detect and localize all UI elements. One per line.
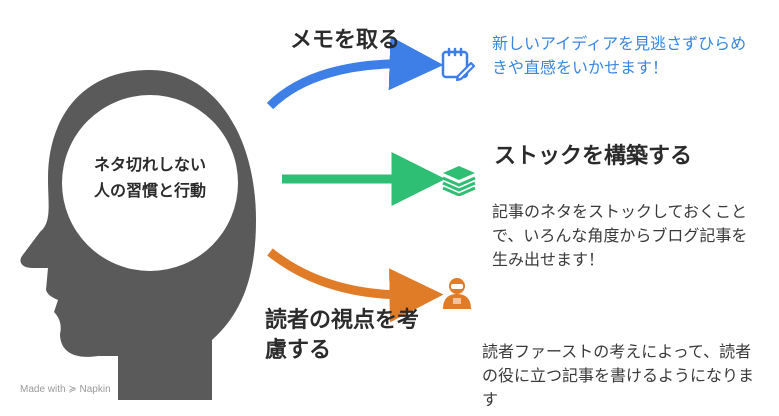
arrow-reader: [267, 248, 444, 323]
branch-desc-memo: 新しいアイディアを見逃さずひらめきや直感をいかせます！: [492, 34, 747, 77]
center-title-line1: ネタ切れしない: [93, 155, 206, 174]
branch-label-memo: メモを取る: [290, 28, 401, 53]
branch-desc-reader: 読者ファーストの考えによって、読者の役に立つ記事を書けるようになります: [482, 342, 755, 409]
center-title: ネタ切れしない 人の習慣と行動: [62, 152, 238, 204]
layers-stack-icon: [442, 166, 476, 196]
arrow-memo: [266, 36, 444, 110]
branch-label-stock: ストックを構築する: [494, 144, 693, 169]
branch-label-reader: 読者の視点を考慮する: [265, 308, 420, 363]
person-icon: [443, 278, 471, 309]
made-with-napkin-watermark: Made with ≽ Napkin: [20, 384, 111, 395]
branch-desc-stock: 記事のネタをストックしておくことで、いろんな角度からブログ記事を生み出せます！: [492, 202, 748, 269]
memo-pencil-icon: [441, 47, 476, 82]
center-title-line2: 人の習慣と行動: [93, 181, 206, 200]
head-circle: [62, 95, 238, 271]
